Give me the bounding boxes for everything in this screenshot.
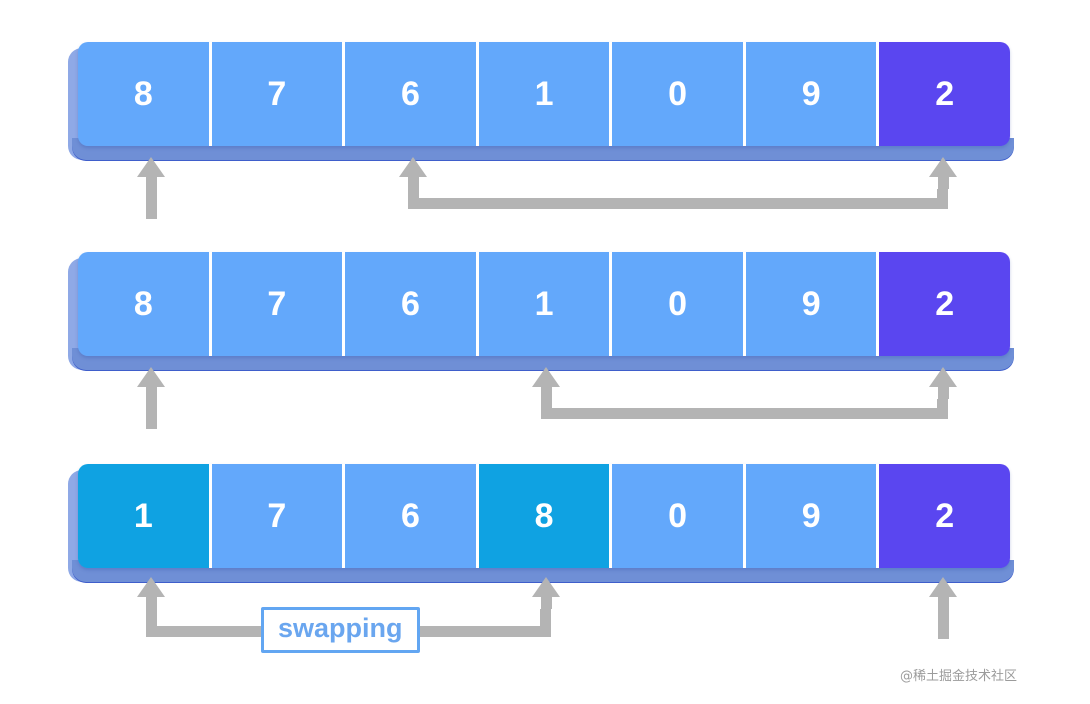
arrow-stem [938, 595, 949, 639]
bracket-leg-left [408, 189, 419, 209]
array-row-3-cells: 1 7 6 8 0 9 2 [78, 464, 1010, 568]
bracket-leg-right [937, 399, 948, 419]
array-cell[interactable]: 1 [478, 42, 613, 146]
arrow-head-icon [929, 367, 957, 387]
arrow-stem [938, 175, 949, 189]
pointer-arrow-row2-index1 [137, 367, 165, 429]
array-cell[interactable]: 6 [345, 464, 479, 568]
arrow-head-icon [532, 367, 560, 387]
arrow-stem [541, 385, 552, 399]
pointer-arrow-row2-index7 [929, 367, 957, 399]
arrow-stem [146, 385, 157, 429]
arrow-head-icon [137, 157, 165, 177]
bracket-leg-right [937, 189, 948, 209]
arrow-head-icon [137, 367, 165, 387]
array-row-2-cells: 8 7 6 1 0 9 2 [78, 252, 1010, 356]
array-cell[interactable]: 9 [745, 252, 880, 356]
arrow-stem [146, 595, 157, 609]
connector-bracket-row1 [408, 189, 948, 209]
bracket-leg-left [146, 609, 157, 637]
arrow-head-icon [929, 157, 957, 177]
array-cell-pivot[interactable]: 2 [879, 252, 1010, 356]
array-cell[interactable]: 0 [612, 252, 746, 356]
array-cell[interactable]: 9 [745, 42, 880, 146]
array-cell[interactable]: 1 [478, 252, 613, 356]
array-cell[interactable]: 0 [612, 42, 746, 146]
bracket-horizontal [408, 198, 948, 209]
arrow-stem [541, 595, 552, 609]
array-cell[interactable]: 7 [211, 464, 346, 568]
watermark: @稀土掘金技术社区 [900, 669, 1018, 684]
pointer-arrow-row1-index7 [929, 157, 957, 189]
array-cell[interactable]: 6 [345, 42, 479, 146]
bracket-horizontal [146, 626, 551, 637]
bracket-horizontal [541, 408, 948, 419]
array-cell-pivot[interactable]: 2 [879, 42, 1010, 146]
pointer-arrow-row2-index4 [532, 367, 560, 399]
connector-bracket-row3 [146, 609, 551, 637]
bracket-leg-left [541, 399, 552, 419]
array-cell-pivot[interactable]: 2 [879, 464, 1010, 568]
array-cell[interactable]: 0 [612, 464, 746, 568]
array-cell-highlight[interactable]: 8 [478, 464, 613, 568]
array-row-1-cells: 8 7 6 1 0 9 2 [78, 42, 1010, 146]
arrow-stem [938, 385, 949, 399]
array-cell[interactable]: 7 [211, 252, 346, 356]
bracket-leg-right [540, 609, 551, 637]
swapping-label: swapping [261, 607, 420, 654]
arrow-stem [146, 175, 157, 219]
pointer-arrow-row3-index7 [929, 577, 957, 639]
pointer-arrow-row1-index1 [137, 157, 165, 219]
pointer-arrow-row1-index3 [399, 157, 427, 189]
array-cell[interactable]: 6 [345, 252, 479, 356]
array-cell[interactable]: 9 [745, 464, 880, 568]
arrow-head-icon [399, 157, 427, 177]
array-cell[interactable]: 8 [78, 42, 212, 146]
array-cell[interactable]: 7 [211, 42, 346, 146]
array-cell[interactable]: 8 [78, 252, 212, 356]
arrow-stem [408, 175, 419, 189]
connector-bracket-row2 [541, 399, 948, 419]
array-cell-highlight[interactable]: 1 [78, 464, 212, 568]
